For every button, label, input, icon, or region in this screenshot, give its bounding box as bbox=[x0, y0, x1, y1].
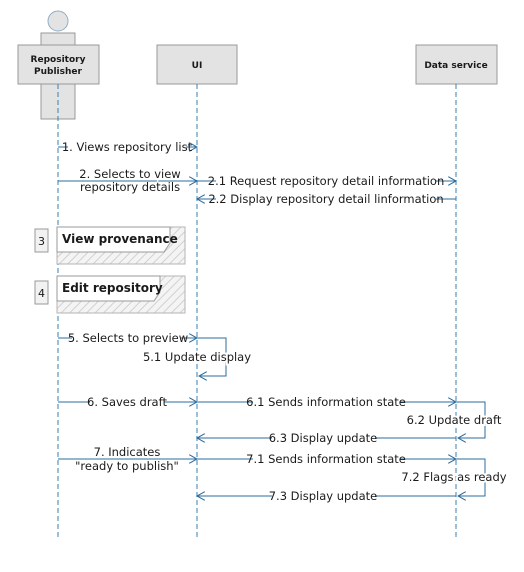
fragment-number-box bbox=[34, 228, 49, 253]
message-label: 6.2 Update draft bbox=[407, 413, 502, 427]
message-label: 1. Views repository list bbox=[62, 140, 193, 154]
message-6: 6. Saves draft bbox=[58, 395, 197, 409]
actor-label-line2: Publisher bbox=[34, 67, 82, 77]
fragment-number: 3 bbox=[38, 235, 45, 248]
message-7-1: 7.1 Sends information state bbox=[197, 452, 456, 466]
message-6-2: 6.2 Update draft bbox=[405, 401, 504, 438]
message-label-line2: repository details bbox=[80, 180, 180, 194]
message-label-line2: "ready to publish" bbox=[75, 459, 179, 473]
message-label: 7.3 Display update bbox=[269, 489, 378, 503]
message-label: 6.1 Sends information state bbox=[246, 395, 406, 409]
fragment-label: View provenance bbox=[62, 232, 178, 246]
message-label: 6.3 Display update bbox=[269, 431, 378, 445]
message-5-1: 5.1 Update display bbox=[141, 337, 253, 376]
actor-label: UI bbox=[192, 61, 203, 71]
fragment-label-tab bbox=[56, 226, 171, 253]
message-7: 7. Indicates "ready to publish" bbox=[58, 443, 197, 473]
fragment-number: 4 bbox=[38, 287, 45, 300]
message-7-3: 7.3 Display update bbox=[197, 489, 456, 503]
fragment-view-provenance: 3 View provenance bbox=[34, 226, 186, 265]
actor-repository-publisher: Repository Publisher bbox=[17, 44, 100, 85]
fragment-edit-repository: 4 Edit repository bbox=[34, 275, 186, 314]
message-6-1: 6.1 Sends information state bbox=[197, 395, 456, 409]
actor-label-line1: Repository bbox=[31, 55, 86, 65]
message-2: 2. Selects to view repository details bbox=[58, 165, 197, 194]
message-label-line1: 7. Indicates bbox=[94, 445, 161, 459]
message-1: 1. Views repository list bbox=[58, 140, 197, 154]
actor-box bbox=[156, 44, 238, 85]
message-label: 7.2 Flags as ready bbox=[401, 470, 506, 484]
actor-data-service: Data service bbox=[415, 44, 498, 85]
actor-box bbox=[415, 44, 498, 85]
fragment-label-tab bbox=[56, 275, 161, 302]
message-7-2: 7.2 Flags as ready bbox=[399, 458, 509, 496]
message-label: 5. Selects to preview bbox=[68, 331, 188, 345]
message-label: 2.2 Display repository detail linformati… bbox=[208, 192, 443, 206]
message-label: 5.1 Update display bbox=[143, 350, 251, 364]
fragment-label: Edit repository bbox=[62, 281, 163, 295]
message-label: 7.1 Sends information state bbox=[246, 452, 406, 466]
message-label: 2.1 Request repository detail informatio… bbox=[208, 174, 444, 188]
message-2-2: 2.2 Display repository detail linformati… bbox=[197, 192, 456, 206]
actor-ui: UI bbox=[156, 44, 238, 85]
actor-box bbox=[17, 44, 100, 85]
message-label: 6. Saves draft bbox=[87, 395, 167, 409]
message-label-line1: 2. Selects to view bbox=[79, 167, 180, 181]
actor-label: Data service bbox=[424, 61, 487, 71]
message-2-1: 2.1 Request repository detail informatio… bbox=[197, 174, 456, 188]
message-6-3: 6.3 Display update bbox=[197, 431, 456, 445]
fragment-number-box bbox=[34, 280, 49, 305]
message-5: 5. Selects to preview bbox=[58, 331, 197, 345]
